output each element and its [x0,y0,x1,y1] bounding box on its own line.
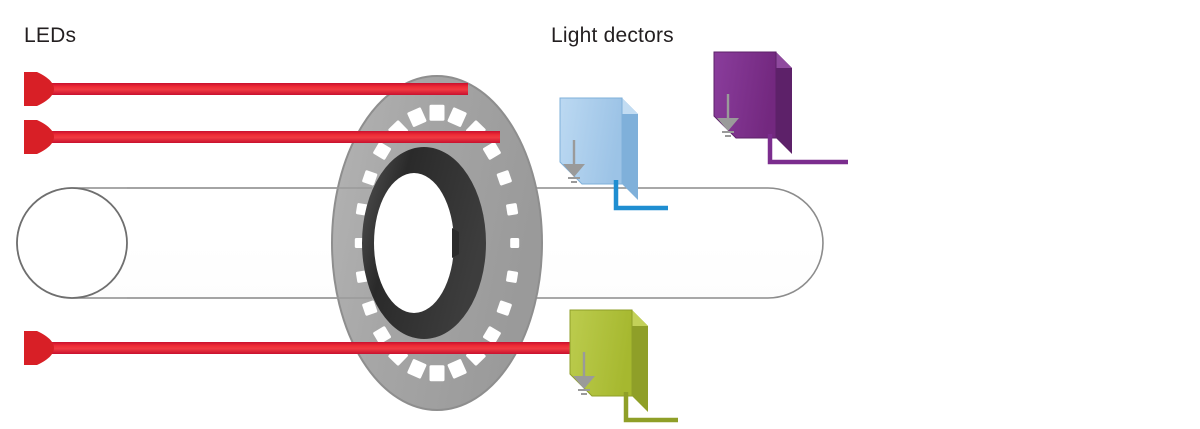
detector-front-face [559,97,623,185]
detector-side-face [776,52,792,154]
shaft-through-hub [127,187,372,299]
encoder-disc [331,75,543,411]
ground-symbol [573,352,595,395]
detector-signal-wire [613,180,668,211]
led-and-beam-layer [24,72,596,365]
light-detectors-label: Light dectors [551,24,674,47]
encoder-slot [362,300,378,316]
ground-triangle [717,118,739,131]
encoder-hub-keyway [452,228,459,258]
ground-triangle [563,164,585,177]
detector-layer [559,51,848,423]
shaft-end-cap [16,187,128,299]
encoder-slot [496,170,512,186]
led-3 [24,331,596,365]
led-1 [24,72,468,106]
detector-side-face [622,98,638,200]
leds-label: LEDs [24,24,76,47]
light-beam [52,83,468,95]
ground-symbol [717,94,739,137]
encoder-slot [373,326,391,344]
detector-front-face [569,309,633,397]
encoder-slot [506,270,519,283]
detector-purple[interactable] [713,51,848,165]
encoder-slot [407,107,427,127]
encoder-slot [362,170,378,186]
led-emitter [24,120,54,154]
encoder-slot [447,359,467,379]
encoder-slot [506,203,519,216]
ground-symbol [563,140,585,183]
encoder-slot [355,203,368,216]
light-beam [52,342,596,354]
led-2 [24,120,500,154]
encoder-hub-bore [374,173,454,313]
detector-side-face [632,310,648,412]
encoder-slot [355,270,368,283]
detector-signal-wire [623,392,678,423]
led-emitter [24,72,54,106]
encoder-slot [447,107,467,127]
detector-front-face [713,51,777,139]
light-beam [52,131,500,143]
encoder-slot [373,142,391,160]
ground-triangle [573,376,595,389]
encoder-slot [483,142,501,160]
detector-signal-wire [767,134,848,165]
encoder-slot [483,326,501,344]
encoder-slot [429,104,445,121]
encoder-slot [429,365,445,382]
led-emitter [24,331,54,365]
encoder-slot [496,300,512,316]
encoder-slot [354,238,364,248]
detector-green[interactable] [569,309,678,423]
encoder-slot [510,238,520,248]
encoder-slot [407,359,427,379]
detector-blue[interactable] [559,97,668,211]
